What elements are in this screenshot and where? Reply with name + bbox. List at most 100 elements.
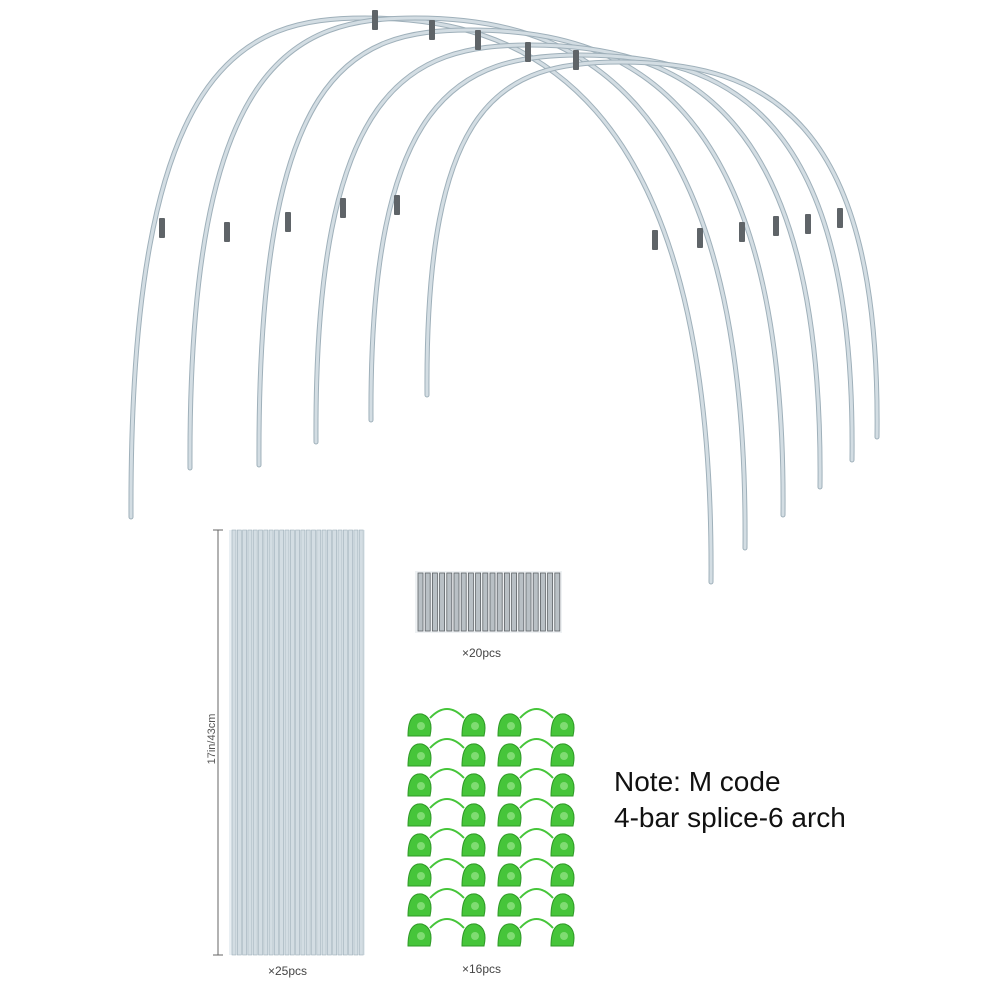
connector-5 xyxy=(446,572,453,632)
clip-highlight xyxy=(507,902,515,910)
clip-highlight xyxy=(507,842,515,850)
rod-length-label: 17in/43cm xyxy=(206,713,218,765)
clip-link-right-8 xyxy=(519,918,554,929)
clip-highlight xyxy=(560,872,568,880)
clip-grid xyxy=(407,708,575,947)
note-line-1: Note: M code xyxy=(614,766,781,797)
clip-24 xyxy=(550,863,575,887)
clip-highlight xyxy=(417,932,425,940)
splice-connector-16 xyxy=(573,50,579,70)
clip-21 xyxy=(407,863,432,887)
splice-connector-15 xyxy=(525,42,531,62)
clip-14 xyxy=(461,803,486,827)
rod-17 xyxy=(316,529,322,956)
clip-2 xyxy=(461,713,486,737)
clip-29 xyxy=(407,923,432,947)
splice-connector-2 xyxy=(224,222,230,242)
clip-highlight xyxy=(417,872,425,880)
connector-14 xyxy=(511,572,518,632)
connector-3 xyxy=(431,572,438,632)
clip-highlight xyxy=(507,782,515,790)
clip-highlight xyxy=(471,752,479,760)
clip-highlight xyxy=(471,932,479,940)
clip-16 xyxy=(550,803,575,827)
clip-highlight xyxy=(507,872,515,880)
clip-31 xyxy=(497,923,522,947)
rod-15 xyxy=(305,529,311,956)
connector-13 xyxy=(503,572,510,632)
connector-1 xyxy=(417,572,424,632)
rod-6 xyxy=(258,529,263,956)
connectors-count-label: ×20pcs xyxy=(462,646,502,660)
rod-12 xyxy=(289,529,295,956)
connector-bundle xyxy=(415,571,562,633)
clip-highlight xyxy=(471,782,479,790)
rod-20 xyxy=(332,529,338,956)
clip-link-right-2 xyxy=(519,738,554,749)
rod-1 xyxy=(231,529,237,956)
clips-count-label: ×16pcs xyxy=(462,962,502,976)
clip-9 xyxy=(407,773,432,797)
splice-connector-1 xyxy=(159,218,165,238)
splice-connector-14 xyxy=(475,30,481,50)
connector-4 xyxy=(439,572,446,632)
clip-link-right-6 xyxy=(519,858,554,869)
clip-highlight xyxy=(560,902,568,910)
connector-16 xyxy=(525,572,532,632)
clip-link-left-8 xyxy=(429,918,465,929)
clip-22 xyxy=(461,863,486,887)
rod-13 xyxy=(295,529,300,956)
clip-link-left-6 xyxy=(429,858,465,869)
clip-27 xyxy=(497,893,522,917)
clip-18 xyxy=(461,833,486,857)
clip-11 xyxy=(497,773,522,797)
connector-18 xyxy=(540,572,546,632)
rod-21 xyxy=(337,529,343,956)
clip-highlight xyxy=(471,872,479,880)
rod-24 xyxy=(353,529,359,956)
rod-9 xyxy=(274,529,279,956)
rod-23 xyxy=(348,529,353,956)
clip-highlight xyxy=(471,842,479,850)
clip-link-left-7 xyxy=(429,888,465,899)
hoop-arches xyxy=(128,10,880,585)
connector-11 xyxy=(489,572,496,632)
splice-connector-11 xyxy=(837,208,843,228)
clip-25 xyxy=(407,893,432,917)
rod-7 xyxy=(263,529,269,956)
clip-5 xyxy=(407,743,432,767)
splice-connector-9 xyxy=(773,216,779,236)
clip-26 xyxy=(461,893,486,917)
arch-2 xyxy=(188,16,747,550)
clip-link-left-1 xyxy=(429,708,465,719)
rod-bundle xyxy=(213,529,365,956)
rod-8 xyxy=(268,529,274,956)
clip-12 xyxy=(550,773,575,797)
clip-8 xyxy=(550,743,575,767)
splice-connector-10 xyxy=(805,214,811,234)
connector-8 xyxy=(467,572,474,632)
clip-link-left-2 xyxy=(429,738,465,749)
clip-highlight xyxy=(507,932,515,940)
clip-highlight xyxy=(417,902,425,910)
arch-5 xyxy=(369,53,854,462)
rod-18 xyxy=(321,529,327,956)
clip-link-right-5 xyxy=(519,828,554,839)
rod-19 xyxy=(327,529,332,956)
clip-highlight xyxy=(560,812,568,820)
clip-link-left-3 xyxy=(429,768,465,779)
rod-5 xyxy=(252,529,258,956)
clip-link-right-3 xyxy=(519,768,554,779)
clip-20 xyxy=(550,833,575,857)
splice-connector-13 xyxy=(429,20,435,40)
arch-6-outline xyxy=(424,59,880,440)
splice-connector-3 xyxy=(285,212,291,232)
rod-22 xyxy=(342,529,348,956)
rod-25 xyxy=(358,529,364,956)
clip-highlight xyxy=(417,842,425,850)
splice-connector-6 xyxy=(652,230,658,250)
connector-6 xyxy=(453,572,460,632)
splice-connector-12 xyxy=(372,10,378,30)
clip-4 xyxy=(550,713,575,737)
connector-7 xyxy=(460,572,467,632)
